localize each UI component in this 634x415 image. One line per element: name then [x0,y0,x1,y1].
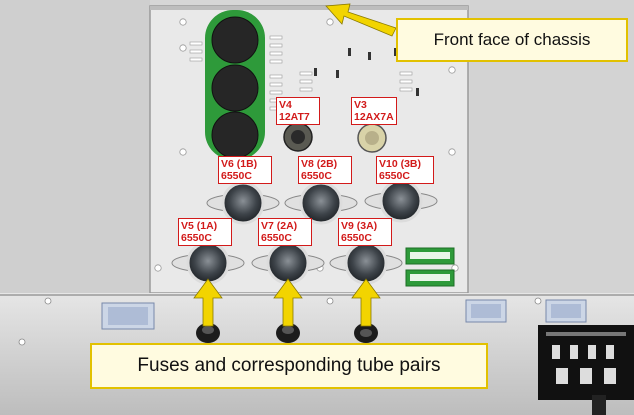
callout-fuses: Fuses and corresponding tube pairs [90,343,488,389]
tube-name: V8 (2B) [301,158,338,170]
tube-type: 6550C [379,170,410,182]
plate-front-edge [150,6,468,10]
green-component-1-face [410,252,450,259]
green-component-2-face [410,274,450,281]
arrow-fuse-1 [193,278,223,327]
tube-name: V3 [354,99,367,111]
tube-label-v4: V4 12AT7 [276,97,320,125]
socket-v6 [206,181,280,225]
tube-label-v5: V5 (1A) 6550C [178,218,232,246]
rear-label-panel [538,325,634,400]
fuse-1 [196,323,220,343]
tube-label-v6: V6 (1B) 6550C [218,156,272,184]
tube-label-v9: V9 (3A) 6550C [338,218,392,246]
tube-name: V9 (3A) [341,220,378,232]
tube-type: 12AT7 [279,111,310,123]
connector-left [101,302,155,330]
socket-v3 [357,123,387,153]
tube-type: 6550C [221,170,252,182]
arrow-fuse-3 [351,278,381,327]
tube-name: V10 (3B) [379,158,422,170]
tube-label-v8: V8 (2B) 6550C [298,156,352,184]
chassis-left-area [0,0,150,295]
tube-type: 6550C [341,232,372,244]
tube-type: 6550C [261,232,292,244]
connector-middle [465,299,507,323]
connector-right [545,299,587,323]
arrow-front-face [325,3,397,37]
capacitor-2 [211,64,259,112]
socket-v8 [284,181,358,225]
tube-name: V7 (2A) [261,220,298,232]
fuse-3 [354,323,378,343]
tube-name: V6 (1B) [221,158,258,170]
tube-type: 6550C [301,170,332,182]
tube-label-v10: V10 (3B) 6550C [376,156,434,184]
capacitor-3 [211,111,259,159]
tube-name: V5 (1A) [181,220,218,232]
tube-label-v3: V3 12AX7A [351,97,397,125]
power-inlet [592,395,606,415]
lower-screws [18,297,542,346]
tube-type: 12AX7A [354,111,394,123]
capacitor-1 [211,16,259,64]
callout-front-face-text: Front face of chassis [433,30,591,49]
small-slots [314,48,419,96]
callout-fuses-text: Fuses and corresponding tube pairs [137,355,441,376]
socket-v10 [364,179,438,223]
socket-v7 [251,241,325,285]
socket-v4 [283,122,313,152]
fuse-2 [276,323,300,343]
tube-label-v7: V7 (2A) 6550C [258,218,312,246]
callout-front-face: Front face of chassis [396,18,628,62]
arrow-fuse-2 [273,278,303,327]
tube-type: 6550C [181,232,212,244]
tube-name: V4 [279,99,292,111]
